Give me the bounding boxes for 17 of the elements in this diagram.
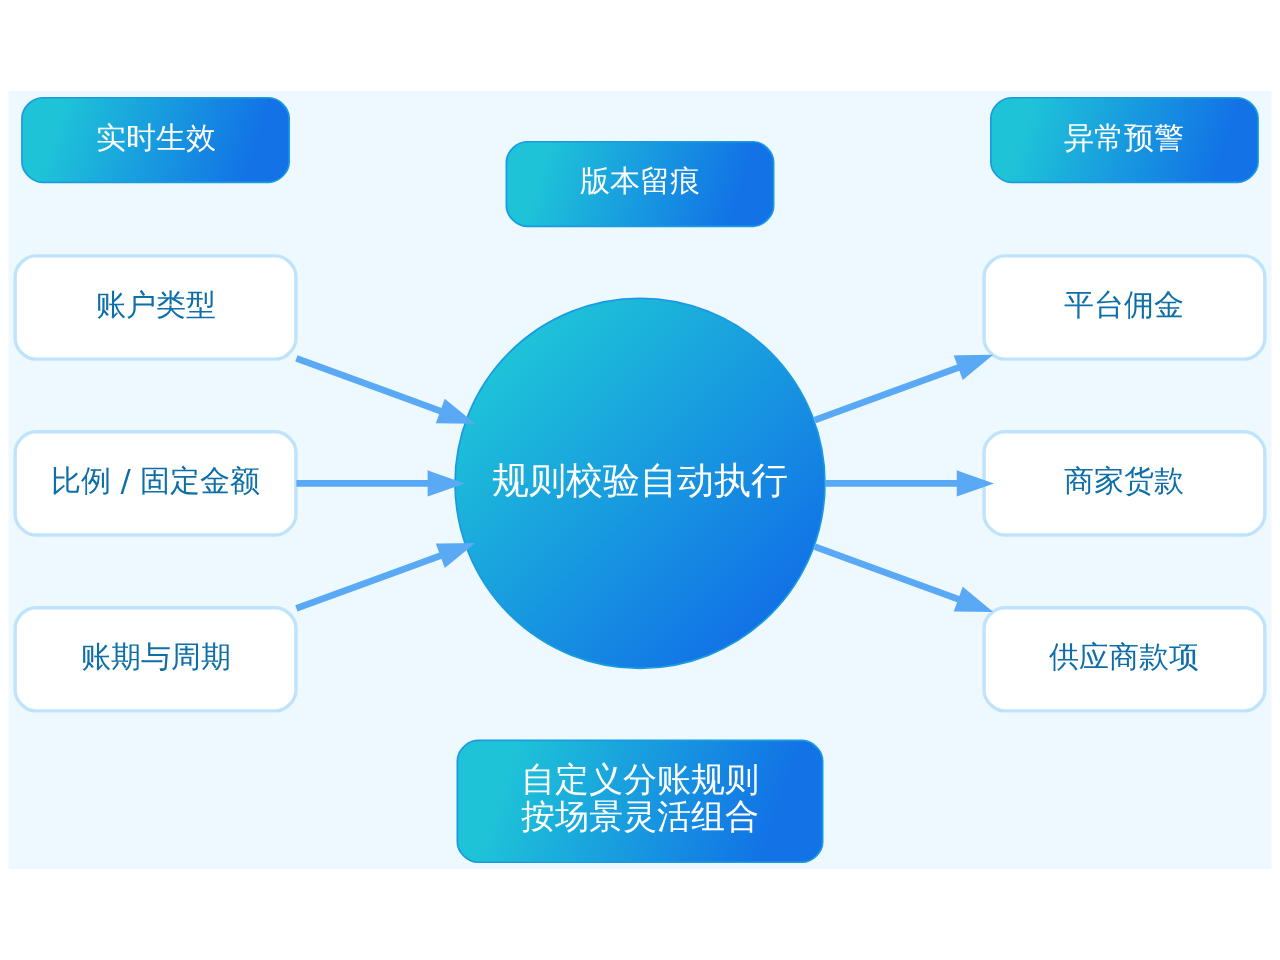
node-box: 供应商款项 [982, 606, 1267, 713]
arrow [296, 470, 465, 497]
node-box: 实时生效 [21, 96, 290, 184]
arrow [825, 470, 995, 497]
arrow [813, 354, 994, 424]
arrow [295, 355, 476, 424]
node-box: 平台佣金 [982, 254, 1267, 361]
node-box: 版本留痕 [505, 140, 775, 228]
node-box: 比例 / 固定金额 [13, 430, 298, 537]
node-box: 自定义分账规则 按场景灵活组合 [456, 739, 824, 864]
node-box: 账户类型 [13, 254, 298, 361]
arrow [295, 543, 476, 612]
arrow [813, 543, 994, 612]
node-box: 商家货款 [982, 430, 1267, 537]
node-box: 异常预警 [990, 96, 1259, 184]
node-circle: 规则校验自动执行 [454, 297, 826, 670]
node-box: 账期与周期 [13, 606, 298, 713]
